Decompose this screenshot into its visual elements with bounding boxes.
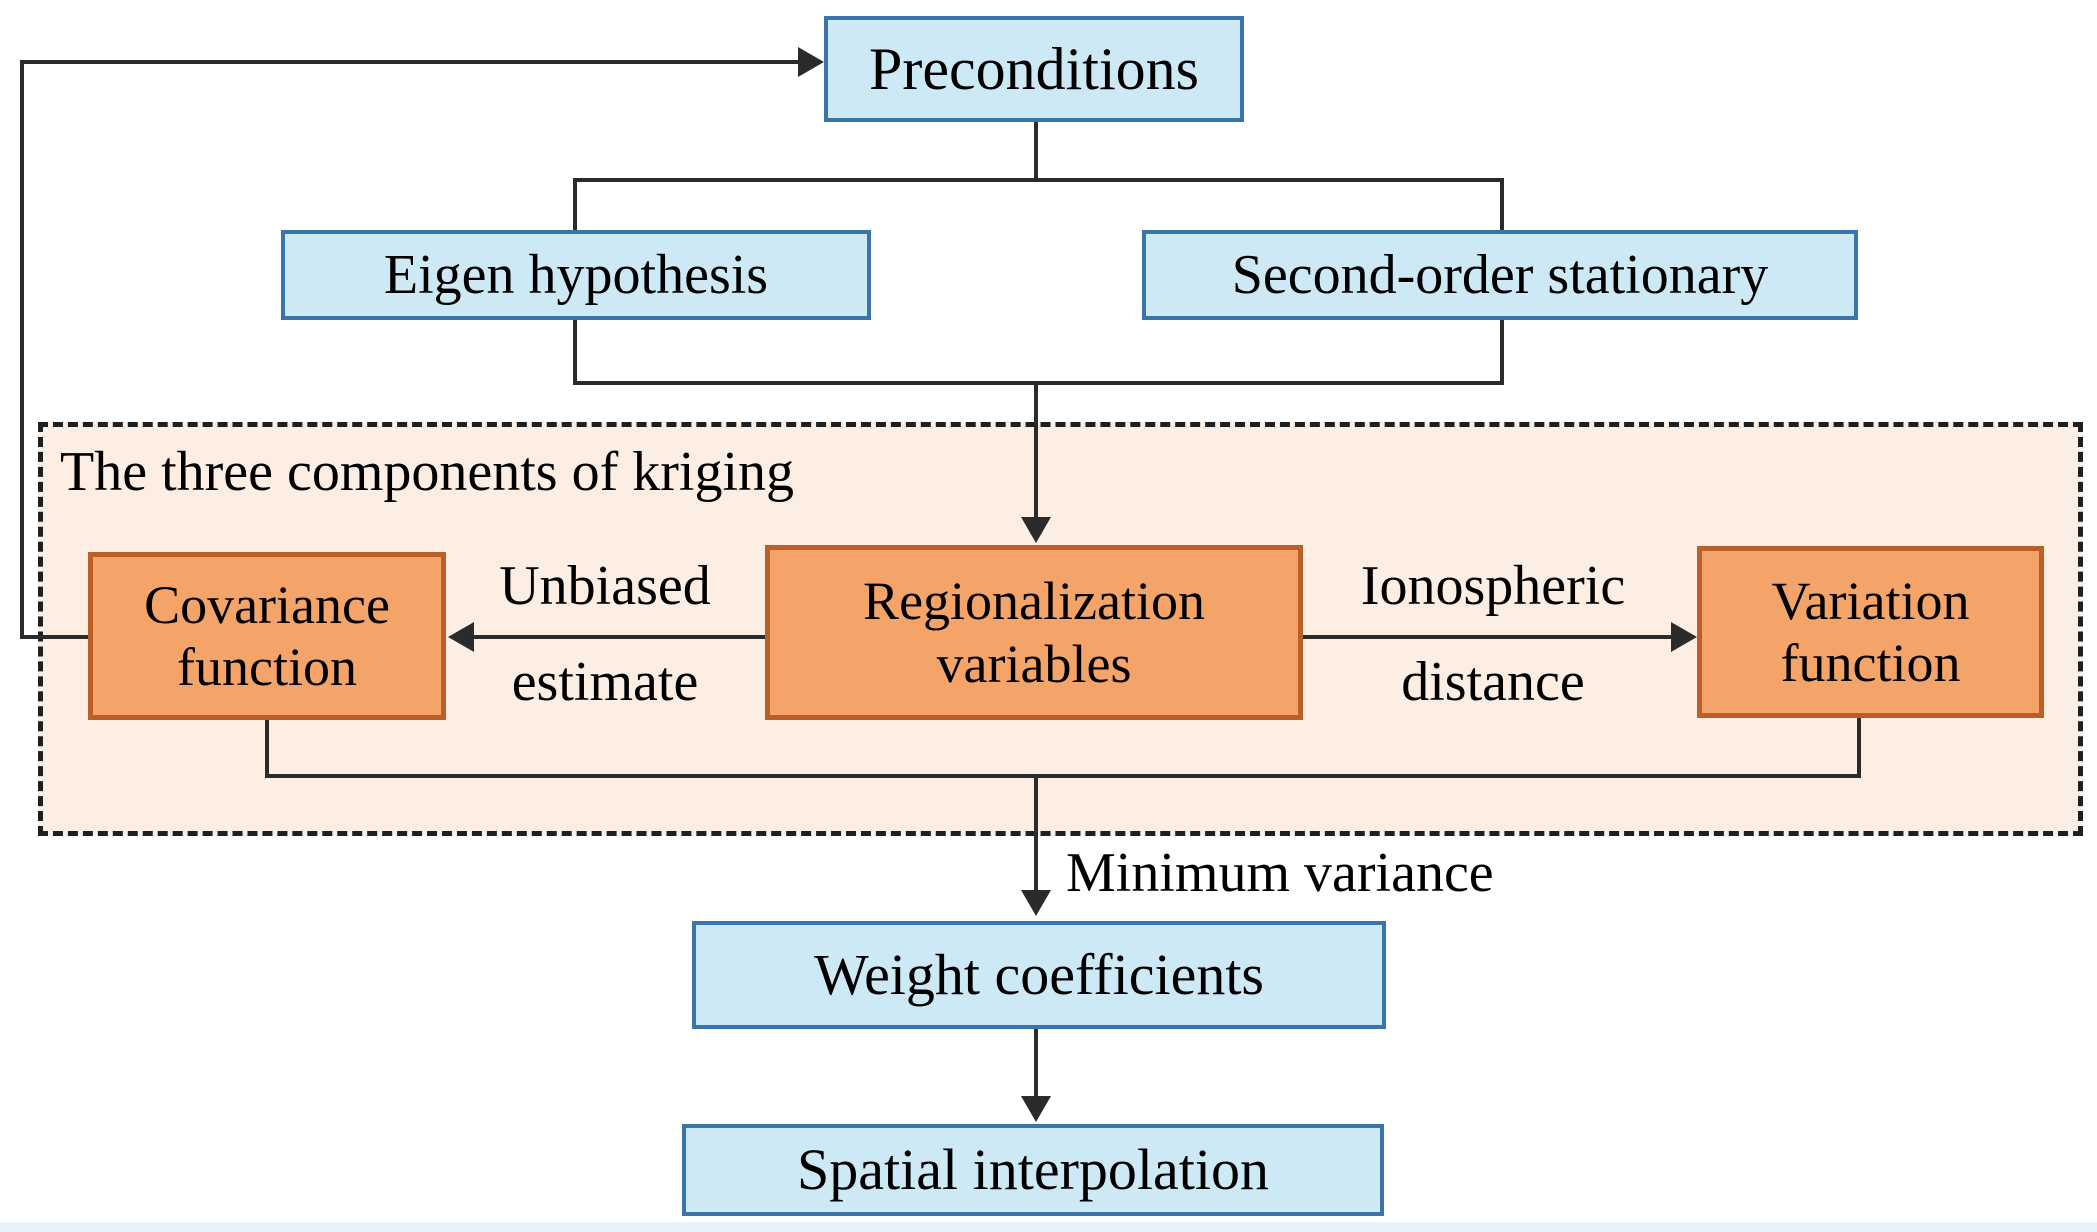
node-regionalization-variables: Regionalization variables [765, 545, 1303, 720]
connector-ionospheric-arrow [1303, 635, 1675, 639]
node-covariance-function: Covariance function [88, 552, 446, 720]
node-second-order-stationary-label: Second-order stationary [1231, 243, 1769, 306]
edge-label-minimum-variance: Minimum variance [1066, 842, 1494, 904]
arrowhead-left-icon [448, 622, 474, 652]
edge-label-ionospheric: Ionospheric [1360, 555, 1626, 617]
node-weight-coefficients-label: Weight coefficients [813, 941, 1265, 1007]
node-variation-line2: function [1780, 633, 1961, 693]
node-preconditions: Preconditions [824, 16, 1244, 122]
edge-label-unbiased: Unbiased [499, 555, 711, 617]
connector-variation-down [1857, 716, 1861, 778]
edge-label-distance: distance [1401, 651, 1585, 713]
arrowhead-down-icon [1021, 517, 1051, 543]
node-eigen-hypothesis: Eigen hypothesis [281, 230, 871, 320]
connector-to-regionalization [1034, 381, 1038, 521]
connector-covariance-down [265, 718, 269, 778]
arrowhead-right-icon [798, 47, 824, 77]
node-variation-function: Variation function [1697, 546, 2044, 718]
connector-left-rail [20, 60, 24, 639]
connector-merge [573, 381, 1504, 385]
node-covariance-line2: function [177, 637, 357, 697]
connector-eigen-down [573, 318, 577, 385]
node-spatial-interpolation-label: Spatial interpolation [797, 1136, 1269, 1202]
connector-to-second-order [1500, 178, 1504, 232]
node-second-order-stationary: Second-order stationary [1142, 230, 1858, 320]
connector-left-rail-top [20, 60, 802, 64]
connector-to-eigen [573, 178, 577, 232]
connector-to-weights [1034, 774, 1038, 894]
node-weight-coefficients: Weight coefficients [692, 921, 1386, 1029]
bottom-edge-strip [0, 1222, 2097, 1232]
arrowhead-right-icon [1671, 622, 1697, 652]
node-preconditions-label: Preconditions [869, 35, 1199, 102]
arrowhead-down-icon [1021, 890, 1051, 916]
node-variation-line1: Variation [1771, 570, 1970, 631]
connector-collector [265, 774, 1861, 778]
connector-preconditions-down [1034, 122, 1038, 182]
node-regionalization-line2: variables [936, 633, 1132, 694]
connector-split [573, 178, 1504, 182]
edge-label-estimate: estimate [511, 651, 699, 713]
connector-second-order-down [1500, 318, 1504, 385]
connector-left-rail-bottom [20, 635, 90, 639]
group-title: The three components of kriging [60, 441, 795, 503]
arrowhead-down-icon [1021, 1096, 1051, 1122]
connector-unbiased-arrow [470, 635, 765, 639]
node-spatial-interpolation: Spatial interpolation [682, 1124, 1384, 1216]
node-eigen-hypothesis-label: Eigen hypothesis [383, 243, 769, 306]
node-covariance-line1: Covariance [144, 574, 390, 635]
connector-weights-to-spatial [1034, 1029, 1038, 1100]
node-regionalization-line1: Regionalization [863, 571, 1205, 632]
